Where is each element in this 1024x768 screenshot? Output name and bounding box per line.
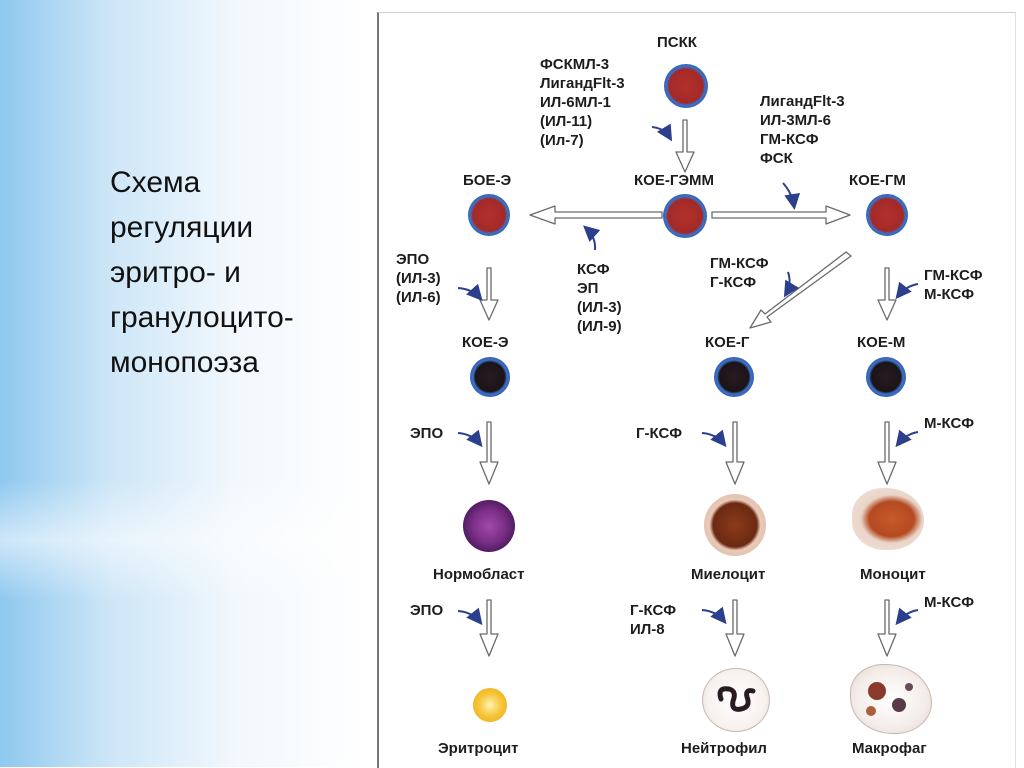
factors-pskk-to-gemm: ФСКМЛ-3 ЛигандFlt-3 ИЛ-6МЛ-1 (ИЛ-11) (Ил…: [540, 56, 625, 149]
label-koe-m: КОЕ-М: [857, 334, 906, 351]
label-erythrocyte: Эритроцит: [438, 740, 519, 757]
arrow-koe-g-to-myelocyte: [725, 421, 745, 485]
factors-normoblast-to-erythrocyte: ЭПО: [410, 602, 444, 619]
arrow-pskk-to-gemm: [675, 119, 695, 173]
arrow-monocyte-to-macrophage: [877, 599, 897, 657]
cell-pskk: [664, 64, 708, 108]
factor-arrow-myelocyte-to-neutrophil: [701, 606, 727, 625]
arrow-myelocyte-to-neutrophil: [725, 599, 745, 657]
macrophage-vacuoles: [866, 682, 913, 716]
label-monocyte: Моноцит: [860, 566, 926, 583]
arrow-normoblast-to-erythrocyte: [479, 599, 499, 657]
factors-gemm-to-boe: КСФ ЭП (ИЛ-3) (ИЛ-9): [577, 261, 622, 335]
label-normoblast: Нормобласт: [433, 566, 525, 583]
label-myelocyte: Миелоцит: [691, 566, 766, 583]
label-koe-e: КОЕ-Э: [462, 334, 509, 351]
factor-arrow-gemm-to-gm: [782, 182, 801, 210]
arrow-gemm-to-boe: [529, 205, 663, 225]
label-macrophage: Макрофаг: [852, 740, 927, 757]
cell-normoblast: [463, 500, 515, 552]
arrow-gemm-to-gm: [711, 205, 851, 225]
factors-gm-to-koe-m: ГМ-КСФ М-КСФ: [924, 267, 983, 303]
slide-title: Схема регуляции эритро- и гранулоцито- м…: [110, 166, 294, 379]
cell-neutrophil: [702, 668, 770, 732]
factors-monocyte-to-macrophage: М-КСФ: [924, 594, 975, 611]
neutrophil-nucleus: [717, 686, 756, 712]
factor-arrow-koe-g-to-myelocyte: [701, 429, 727, 448]
factor-arrow-normoblast-to-erythrocyte: [457, 607, 483, 626]
arrow-koe-e-to-normoblast: [479, 421, 499, 485]
factors-myelocyte-to-neutrophil: Г-КСФ ИЛ-8: [630, 602, 677, 638]
arrow-gm-to-koe-g: [749, 251, 852, 329]
cell-koe-e: [470, 357, 510, 397]
factor-arrow-gemm-to-boe: [583, 225, 601, 251]
label-pskk: ПСКК: [657, 34, 697, 51]
factor-arrow-boe-to-koe-e: [457, 283, 483, 301]
factors-koe-g-to-myelocyte: Г-КСФ: [636, 425, 683, 442]
cell-boe-e: [468, 194, 510, 236]
factors-gemm-to-gm: ЛигандFlt-3 ИЛ-3МЛ-6 ГМ-КСФ ФСК: [760, 93, 845, 167]
label-boe-e: БОЕ-Э: [463, 172, 512, 189]
label-neutrophil: Нейтрофил: [681, 740, 767, 757]
label-koe-gm: КОЕ-ГМ: [849, 172, 906, 189]
cell-erythrocyte: [473, 688, 507, 722]
cell-koe-g: [714, 357, 754, 397]
factor-arrow-gm-to-koe-g: [783, 271, 800, 298]
arrow-boe-to-koe-e: [479, 267, 499, 321]
factors-boe-to-koe-e: ЭПО (ИЛ-3) (ИЛ-6): [396, 251, 441, 306]
cell-koe-gemm: [663, 194, 707, 238]
arrow-koe-m-to-monocyte: [877, 421, 897, 485]
factors-koe-e-to-normoblast: ЭПО: [410, 425, 444, 442]
factor-arrow-pskk-to-gemm: [651, 123, 673, 142]
arrow-gm-to-koe-m: [877, 267, 897, 321]
cell-macrophage: [850, 664, 932, 734]
cell-koe-m: [866, 357, 906, 397]
factor-arrow-koe-e-to-normoblast: [457, 429, 483, 448]
cell-monocyte: [852, 488, 924, 550]
cell-myelocyte: [704, 494, 766, 556]
left-gradient-panel: [0, 0, 365, 767]
label-koe-g: КОЕ-Г: [705, 334, 750, 351]
factors-koe-m-to-monocyte: М-КСФ: [924, 415, 975, 432]
factor-arrow-monocyte-to-macrophage: [895, 607, 919, 626]
label-koe-gemm: КОЕ-ГЭММ: [634, 172, 714, 189]
factor-arrow-koe-m-to-monocyte: [895, 429, 919, 448]
cell-koe-gm: [866, 194, 908, 236]
factor-arrow-gm-to-koe-m: [895, 281, 919, 300]
factors-gm-to-koe-g: ГМ-КСФ Г-КСФ: [710, 255, 769, 291]
